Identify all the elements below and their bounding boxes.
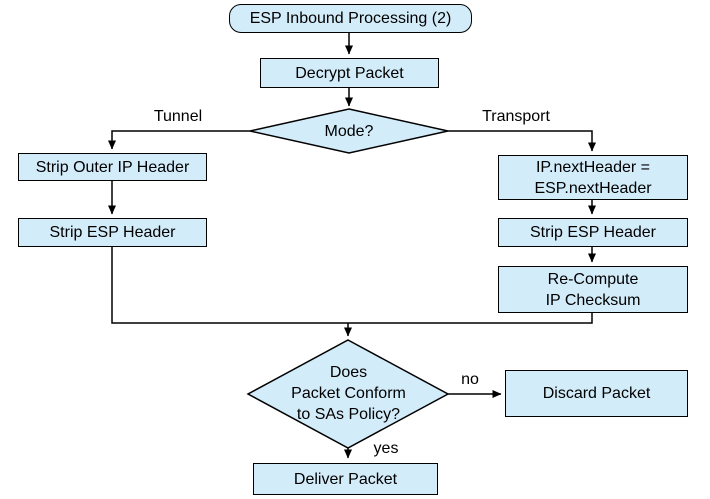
- mode-decision-label: Mode?: [324, 123, 374, 140]
- policy-decision-label: Does Packet Conform to SAs Policy?: [268, 362, 429, 425]
- edge-label-transport: Transport: [482, 108, 550, 125]
- node-strip-esp-header-transport: Strip ESP Header: [498, 218, 688, 247]
- node-line: Does: [329, 364, 368, 381]
- node-discard-packet: Discard Packet: [505, 370, 688, 417]
- policy-decision-diamond: [246, 339, 450, 449]
- node-decrypt-packet: Decrypt Packet: [260, 58, 439, 88]
- node-line: to SAs Policy?: [296, 406, 401, 423]
- edge-transport-branch: [448, 130, 596, 152]
- edge-merge-rails: [111, 247, 593, 324]
- node-start: ESP Inbound Processing (2): [229, 4, 472, 33]
- edge-label-yes: yes: [373, 440, 399, 457]
- node-strip-esp-header-tunnel: Strip ESP Header: [18, 218, 207, 247]
- node-line: Re-Compute: [547, 270, 639, 288]
- node-strip-outer-ip-header: Strip Outer IP Header: [18, 153, 207, 181]
- node-line: IP.nextHeader =: [535, 158, 650, 176]
- mode-decision-diamond: [249, 108, 449, 154]
- node-line: Packet Conform: [291, 385, 406, 402]
- node-line: IP Checksum: [545, 291, 641, 309]
- edge-label-no: no: [461, 371, 479, 388]
- node-deliver-packet: Deliver Packet: [253, 463, 438, 495]
- edge-label-tunnel: Tunnel: [153, 108, 203, 125]
- edge-tunnel-branch: [108, 130, 250, 150]
- node-recompute-checksum: Re-Compute IP Checksum: [498, 266, 688, 313]
- node-line: ESP.nextHeader: [534, 179, 652, 197]
- node-set-next-header: IP.nextHeader = ESP.nextHeader: [498, 155, 688, 200]
